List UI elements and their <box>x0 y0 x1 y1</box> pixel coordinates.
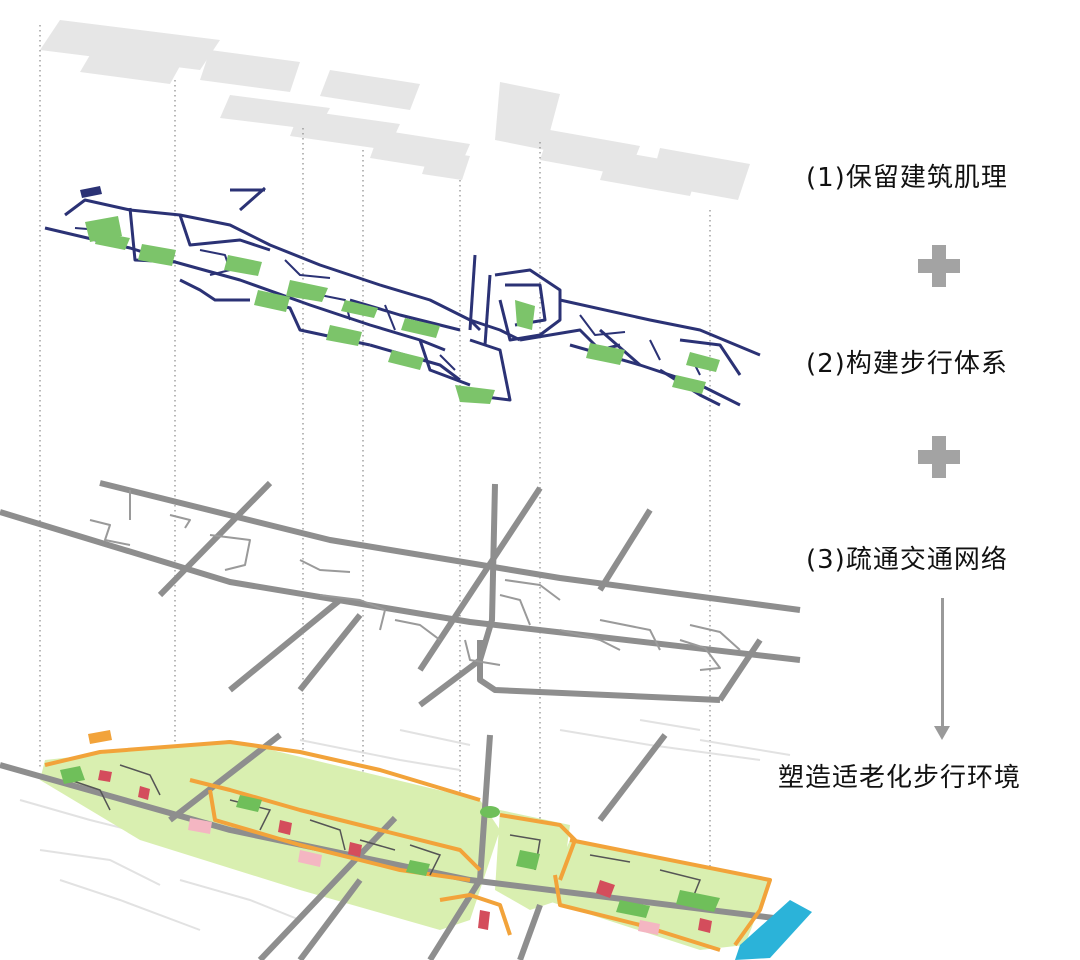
step-1-label: (1)保留建筑肌理 <box>806 163 1008 193</box>
traffic-network-layer <box>0 480 801 708</box>
step-2-label: (2)构建步行体系 <box>806 349 1008 379</box>
result-label: 塑造适老化步行环境 <box>778 763 1022 793</box>
building-fabric-layer <box>44 186 761 407</box>
step-3-label: (3)疏通交通网络 <box>806 545 1008 575</box>
ghost-context-layer <box>40 20 750 200</box>
master-plan-layer <box>0 719 812 960</box>
projection-lines <box>39 25 711 940</box>
plus-icon <box>918 436 960 478</box>
plus-icon <box>918 245 960 287</box>
